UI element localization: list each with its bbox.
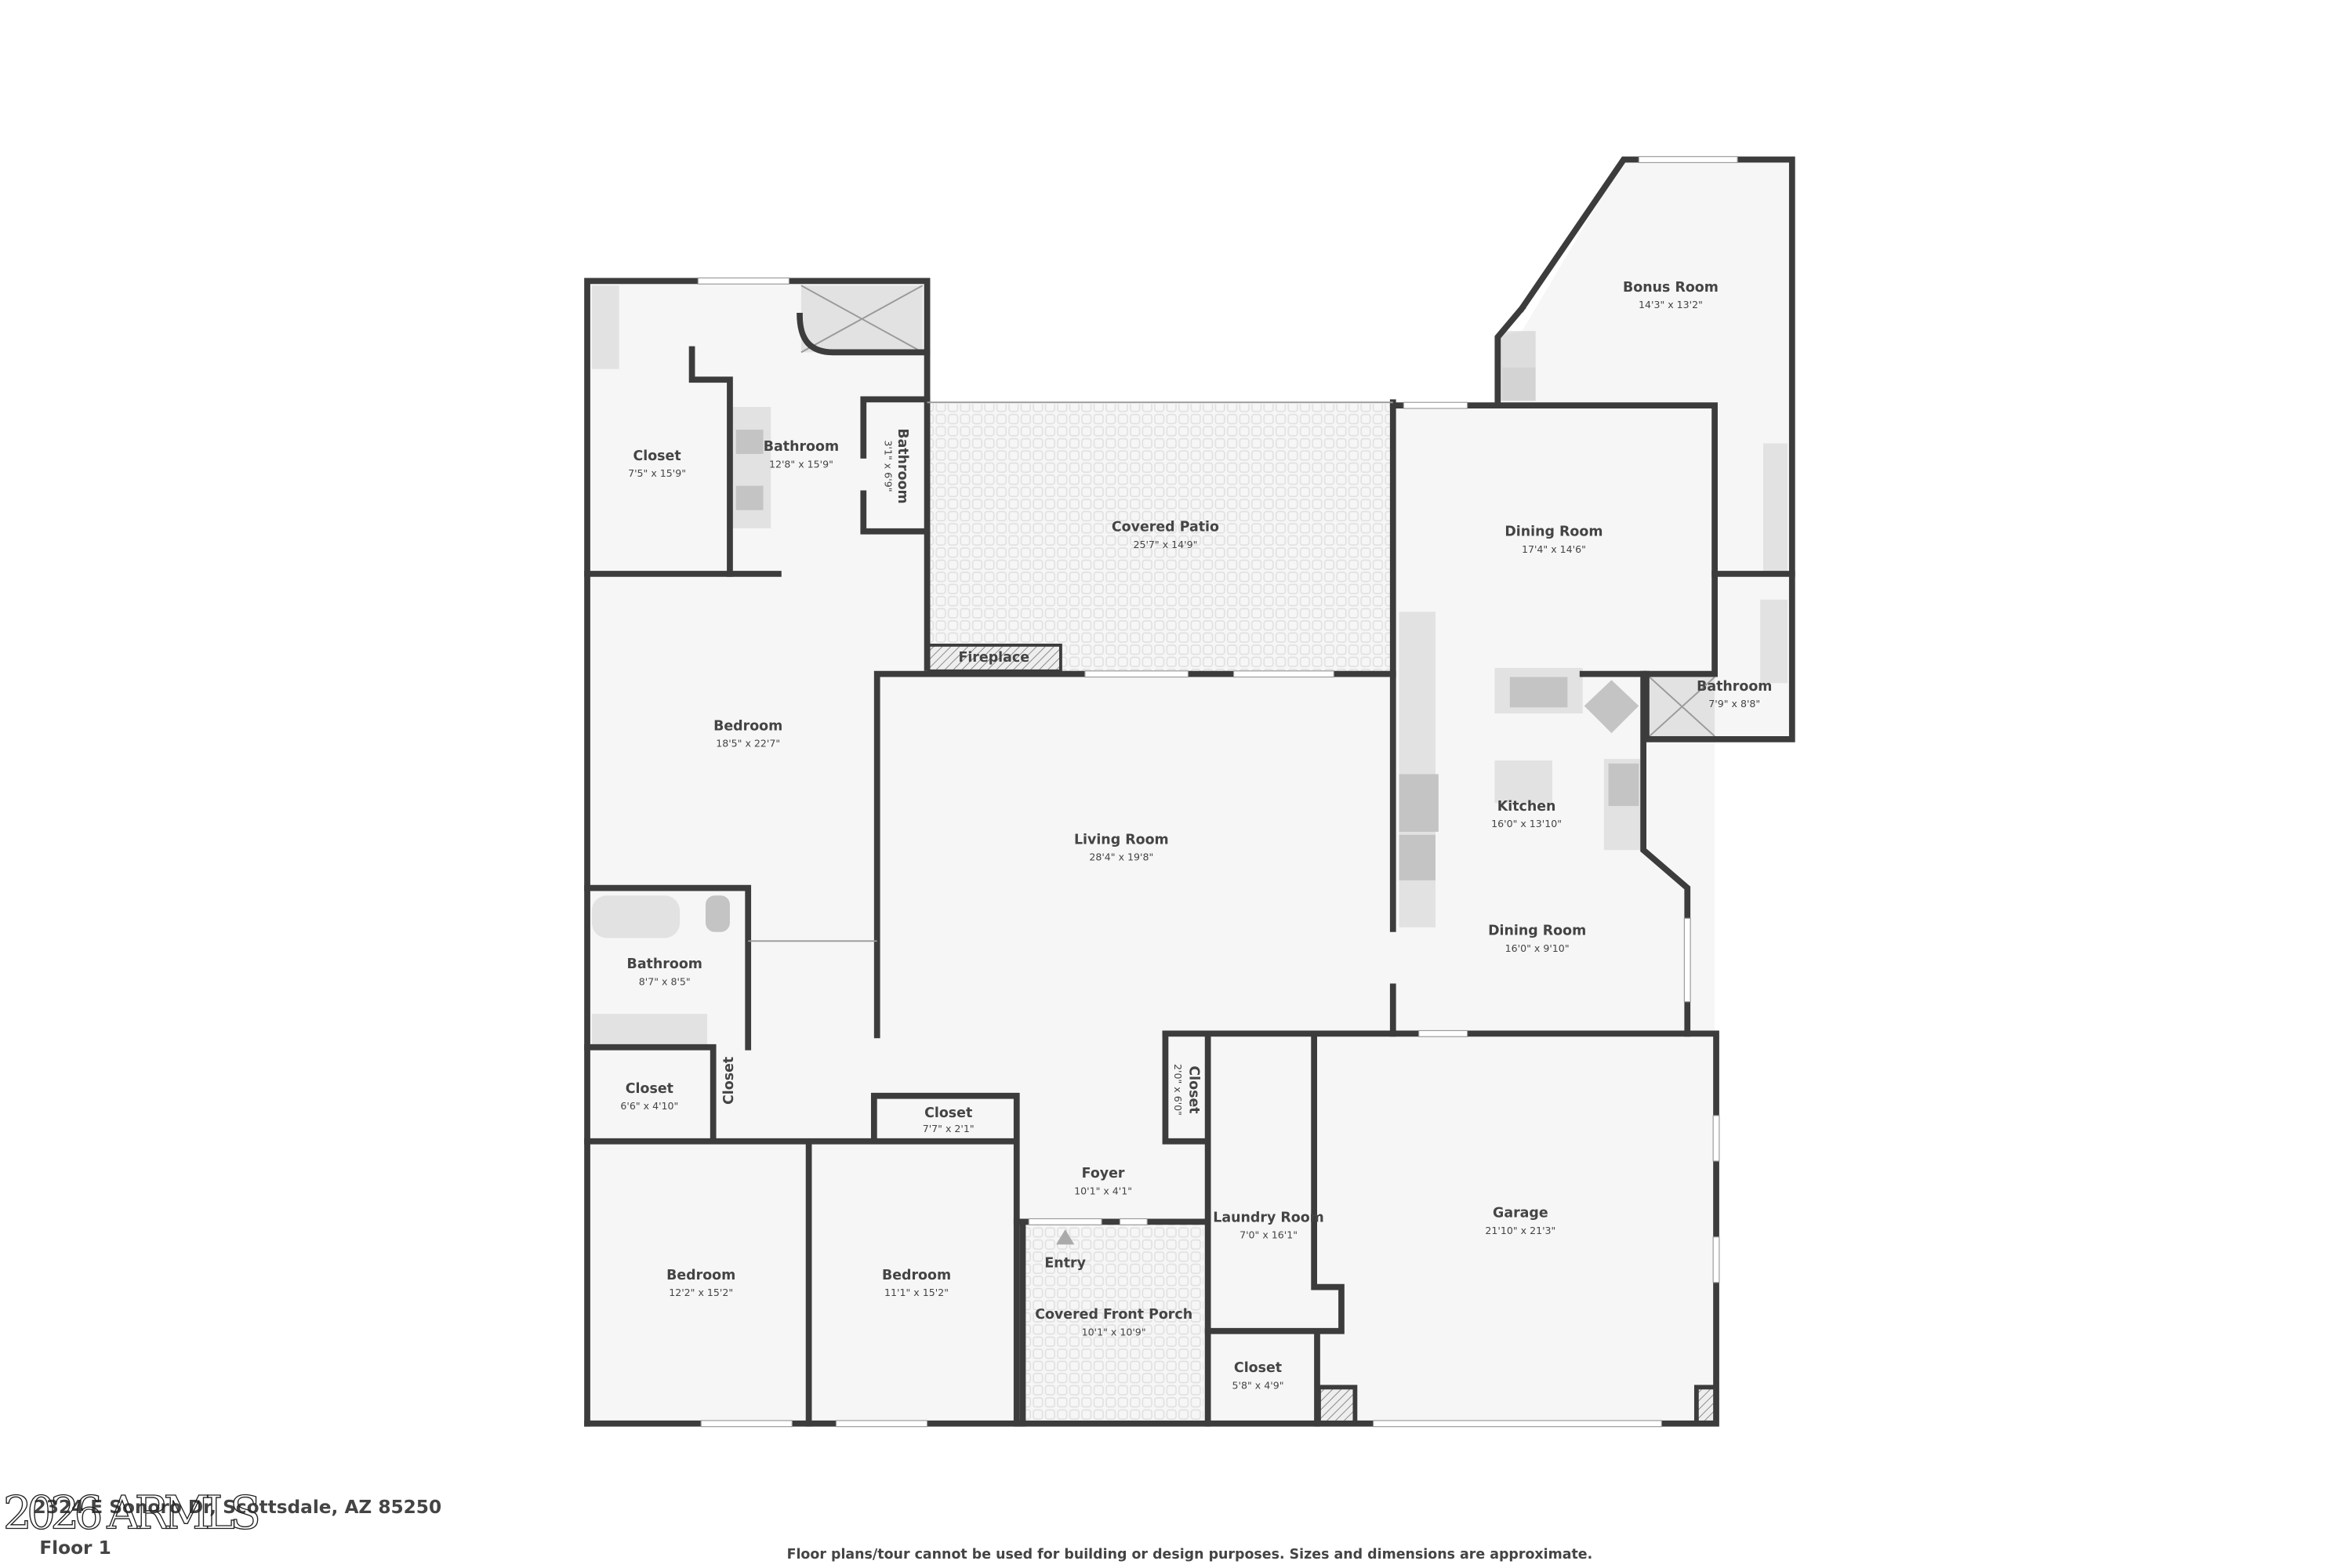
room-dim: 18'5" x 22'7" [716,738,780,750]
room-dim: 21'10" x 21'3" [1485,1225,1555,1236]
disclaimer: Floor plans/tour cannot be used for buil… [787,1547,1593,1563]
room-name: Closet [633,448,681,464]
room-name: Bedroom [713,718,782,734]
room-name: Covered Front Porch [1035,1307,1192,1323]
room-name: Bonus Room [1623,280,1719,296]
windows [697,156,1738,1428]
room-dim: 14'3" x 13'2" [1639,299,1703,310]
watermark: 2026 ARMLS [3,1486,261,1539]
room-dim: 10'1" x 4'1" [1074,1185,1132,1197]
floor-fill [587,159,1792,1424]
front-porch-area [1022,1223,1203,1424]
room-name: Dining Room [1504,524,1602,540]
room-dim: 10'1" x 10'9" [1082,1327,1146,1338]
room-dim: 25'7" x 14'9" [1133,539,1197,550]
room-name: Closet [721,1057,737,1105]
room-name: Garage [1493,1206,1548,1221]
room-name: Closet [626,1081,673,1097]
room-labels: Bonus Room 14'3" x 13'2" Closet 7'5" x 1… [620,280,1772,1391]
room-dim: 5'8" x 4'9" [1232,1379,1284,1391]
room-dim: 7'0" x 16'1" [1240,1229,1298,1241]
room-name: Bathroom [627,956,702,972]
room-name: Covered Patio [1112,520,1219,535]
room-name: Bathroom [1697,679,1772,695]
room-name: Kitchen [1497,799,1556,815]
room-name: Closet [1185,1065,1201,1113]
entry-arrow-icon [1056,1229,1075,1245]
floor-label: Floor 1 [39,1537,111,1559]
room-name: Bedroom [882,1268,951,1283]
room-dim: 12'2" x 15'2" [669,1287,733,1298]
room-name: Closet [1234,1360,1282,1376]
room-dim: 16'0" x 13'10" [1491,818,1562,829]
room-name: Foyer [1082,1166,1125,1181]
room-dim: 11'1" x 15'2" [884,1287,949,1298]
room-dim: 3'1" x 6'9" [882,441,894,492]
room-name: Dining Room [1488,924,1586,939]
room-name: Living Room [1074,832,1169,848]
room-dim: 7'7" x 2'1" [923,1123,975,1134]
room-dim: 6'6" x 4'10" [620,1100,678,1112]
garage-column [1316,1385,1358,1426]
room-name: Laundry Room [1213,1210,1324,1225]
room-name: Fireplace [958,650,1029,666]
room-dim: 17'4" x 14'6" [1522,543,1586,555]
fixtures [591,285,1788,1044]
room-name: Entry [1044,1255,1086,1271]
room-name: Bathroom [764,439,839,455]
address: 2324 E Sonoro Dr, Scottsdale, AZ 85250 [34,1497,442,1518]
room-dim: 2'0" x 6'0" [1172,1064,1184,1116]
room-name: Closet [924,1105,972,1121]
room-dim: 12'8" x 15'9" [769,458,833,470]
room-name: Bathroom [895,428,910,503]
room-dim: 7'9" x 8'8" [1708,698,1760,710]
room-name: Bedroom [666,1268,735,1283]
room-dim: 28'4" x 19'8" [1089,851,1153,863]
room-dim: 8'7" x 8'5" [639,975,691,987]
room-dim: 7'5" x 15'9" [628,467,686,479]
covered-patio-area [927,404,1393,674]
room-dim: 16'0" x 9'10" [1505,942,1570,954]
fireplace-hatch [927,643,1062,673]
